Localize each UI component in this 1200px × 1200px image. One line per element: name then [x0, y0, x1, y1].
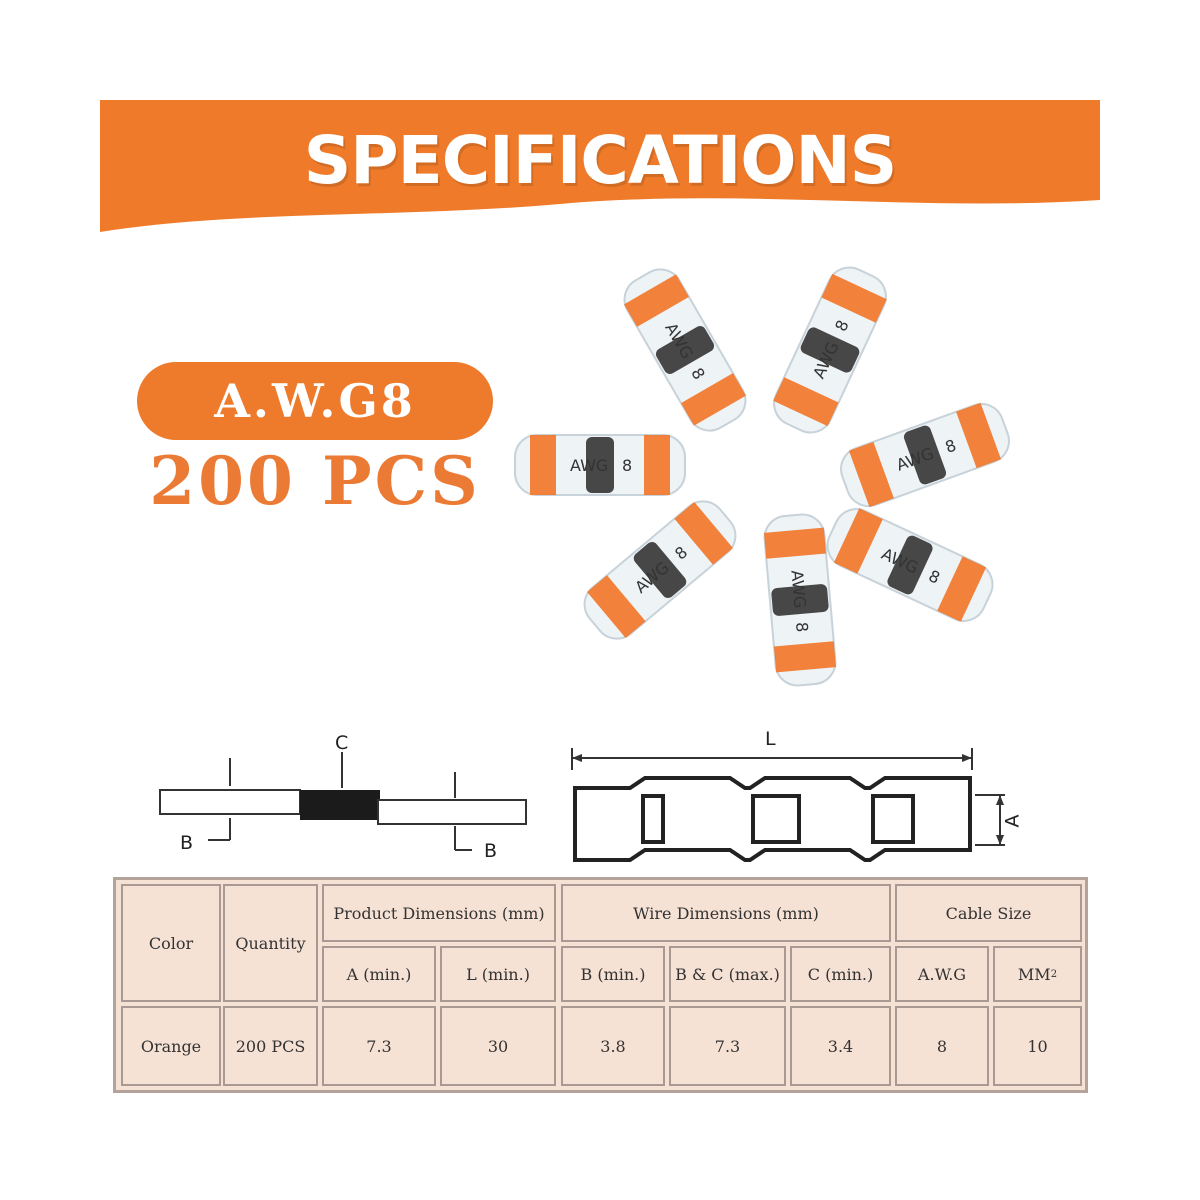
banner-shape — [100, 100, 1100, 232]
connector-diagram: L A — [560, 720, 1040, 870]
row-mm2: 10 — [993, 1006, 1082, 1086]
label-b-left: B — [180, 832, 194, 854]
row-bc-max: 7.3 — [669, 1006, 786, 1086]
row-c-min: 3.4 — [790, 1006, 891, 1086]
header-color: Color — [121, 884, 221, 1002]
banner-title: SPECIFICATIONS — [303, 122, 897, 199]
quantity-label: 200 PCS — [149, 442, 481, 520]
subheader-mm-sup: 2 — [1050, 968, 1058, 980]
connector-4 — [833, 396, 1017, 514]
label-l: L — [765, 728, 776, 750]
row-l-min: 30 — [440, 1006, 556, 1086]
connector-3 — [765, 259, 895, 441]
label-a: A — [1001, 814, 1024, 828]
header-wire-dimensions: Wire Dimensions (mm) — [561, 884, 891, 942]
subheader-bc-max: B & C (max.) — [669, 946, 786, 1002]
row-a-min: 7.3 — [322, 1006, 436, 1086]
specification-table: Color Quantity Product Dimensions (mm) W… — [113, 877, 1088, 1093]
header-cable-size: Cable Size — [895, 884, 1082, 942]
specifications-banner: SPECIFICATIONS — [100, 100, 1100, 240]
subheader-a-min: A (min.) — [322, 946, 436, 1002]
subheader-mm: MM — [1017, 964, 1051, 984]
label-b-right: B — [484, 840, 498, 862]
row-color: Orange — [121, 1006, 221, 1086]
connector-2 — [615, 260, 755, 440]
subheader-c-min: C (min.) — [790, 946, 891, 1002]
subheader-b-min: B (min.) — [561, 946, 665, 1002]
awg-label: A.W.G8 — [214, 374, 416, 428]
product-photo: AWG 8 — [500, 250, 1060, 730]
connector-7 — [574, 491, 746, 649]
label-c: C — [335, 732, 349, 754]
row-awg: 8 — [895, 1006, 989, 1086]
header-quantity: Quantity — [223, 884, 318, 1002]
awg-badge: A.W.G8 — [137, 362, 493, 440]
connector-1 — [514, 434, 686, 496]
row-quantity: 200 PCS — [223, 1006, 318, 1086]
subheader-l-min: L (min.) — [440, 946, 556, 1002]
wire-diagram: C B B — [150, 730, 540, 870]
connector-6 — [761, 511, 839, 689]
row-b-min: 3.8 — [561, 1006, 665, 1086]
connector-5 — [819, 500, 1001, 630]
header-product-dimensions: Product Dimensions (mm) — [322, 884, 556, 942]
subheader-awg: A.W.G — [895, 946, 989, 1002]
